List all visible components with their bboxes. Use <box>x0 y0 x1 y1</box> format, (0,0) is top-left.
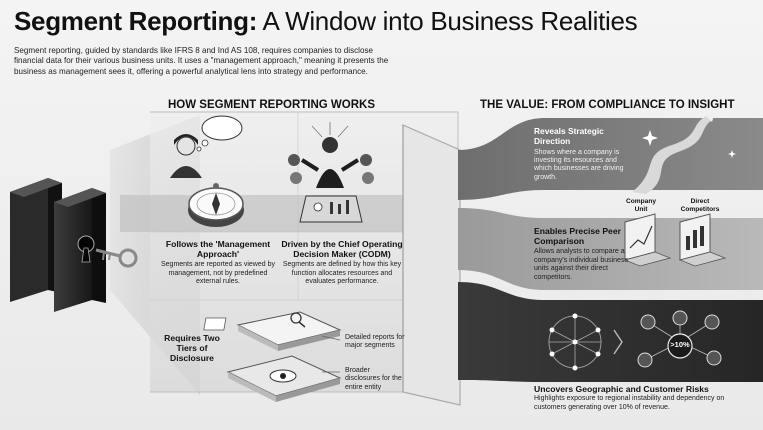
codm-heading: Driven by the Chief Operating Decision M… <box>281 239 403 259</box>
peer-comparison-icon <box>623 213 727 267</box>
revenue-threshold-badge: >10% <box>670 340 690 349</box>
direct-competitors-label: Direct Competitors <box>680 198 720 213</box>
peer-comparison-heading: Enables Precise Peer Comparison <box>534 226 621 246</box>
strategic-direction-block: Reveals Strategic Direction Shows where … <box>534 126 624 182</box>
risk-block: Uncovers Geographic and Customer Risks H… <box>534 384 734 412</box>
peer-comparison-desc: Allows analysts to compare a company's i… <box>534 248 628 281</box>
vault-icon <box>10 178 106 312</box>
customer-network-icon <box>637 310 722 368</box>
strategic-direction-heading: Reveals Strategic Direction <box>534 126 604 146</box>
two-tiers-block: Requires Two Tiers of Disclosure <box>160 333 224 363</box>
management-approach-desc: Segments are reported as viewed by manag… <box>160 261 275 286</box>
intro-paragraph: Segment reporting, guided by standards l… <box>14 46 389 76</box>
strategic-direction-desc: Shows where a company is investing its r… <box>534 148 624 181</box>
risk-desc: Highlights exposure to regional instabil… <box>534 395 725 411</box>
risk-heading: Uncovers Geographic and Customer Risks <box>534 384 709 394</box>
tier-detailed-label: Detailed reports for major segments <box>345 334 405 350</box>
value-section-title: THE VALUE: FROM COMPLIANCE TO INSIGHT <box>480 99 735 111</box>
thought-bubble-icon <box>196 115 243 152</box>
management-approach-heading: Follows the 'Management Approach' <box>165 239 271 259</box>
tier-broad-label: Broader disclosures for the entire entit… <box>345 367 402 391</box>
person-icon <box>170 134 202 178</box>
network-globe-icon <box>548 313 623 371</box>
disclosure-tiers-icon <box>203 311 342 402</box>
codm-desc: Segments are defined by how this key fun… <box>282 261 402 286</box>
glass-panel <box>150 112 458 392</box>
codm-block: Driven by the Chief Operating Decision M… <box>278 239 406 287</box>
key-icon <box>95 248 138 268</box>
peer-comparison-block: Enables Precise Peer Comparison Allows a… <box>534 226 632 282</box>
company-unit-label: Company Unit <box>625 198 657 213</box>
codm-icon <box>288 122 374 223</box>
page-title: Segment Reporting: A Window into Busines… <box>14 6 638 36</box>
window-frame <box>402 124 461 406</box>
how-section-title: HOW SEGMENT REPORTING WORKS <box>168 99 375 111</box>
two-tiers-heading: Requires Two Tiers of Disclosure <box>164 333 220 363</box>
risk-ribbon <box>458 282 763 382</box>
management-approach-block: Follows the 'Management Approach' Segmen… <box>158 239 278 287</box>
compass-icon <box>188 183 244 227</box>
growth-road-icon <box>632 108 736 194</box>
